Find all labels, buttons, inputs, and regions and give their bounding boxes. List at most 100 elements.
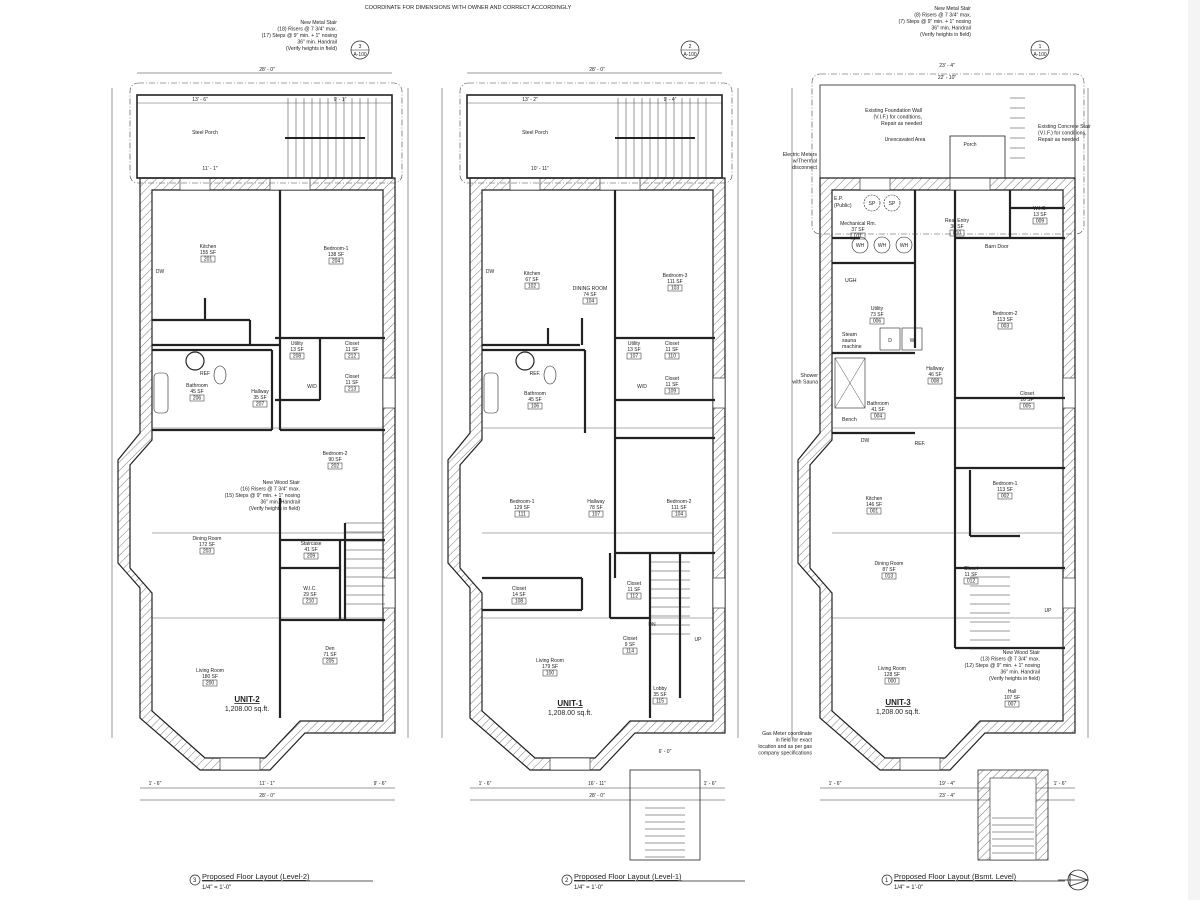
title-number: 3	[193, 878, 197, 884]
room-tag-box	[327, 462, 343, 470]
room-tag: 207	[256, 402, 265, 408]
floor-plan-level-1: 28' - 0"16' - 11"1' - 6"1' - 6"Steel Por…	[441, 40, 739, 861]
header-note: COORDINATE FOR DIMENSIONS WITH OWNER AND…	[365, 5, 572, 11]
room-name: Utility	[628, 341, 641, 347]
shower-note: with Sauna	[792, 380, 818, 386]
plan-title: Proposed Floor Layout (Level-2)	[202, 872, 310, 881]
room-tag-box	[997, 322, 1013, 330]
up-label: UP	[695, 637, 703, 643]
room-area: 16 SF	[1020, 397, 1033, 403]
porch-outline	[459, 82, 733, 184]
room-area: 111 SF	[667, 279, 682, 285]
ref-label: REF.	[915, 441, 926, 447]
room-tag: 107	[592, 512, 601, 518]
washer-icon	[185, 351, 205, 371]
window	[1062, 577, 1076, 609]
room-tag-box	[202, 679, 218, 687]
dimension-label: 16' - 11"	[588, 781, 606, 787]
room-area: 11 SF	[628, 587, 641, 593]
steam-label: Steam	[842, 332, 857, 338]
room-tag-box	[626, 592, 642, 600]
room-name: W.I.C.	[1033, 206, 1047, 212]
room-name: Staircase	[301, 541, 322, 547]
room-area: 138 SF	[328, 252, 344, 258]
dw-label: DW	[861, 438, 870, 444]
dimension-label: 6' - 0"	[659, 749, 672, 755]
dimension-label: 28' - 0"	[589, 67, 605, 73]
room-area: 90 SF	[328, 457, 341, 463]
callout-sheet: A-100	[1033, 52, 1047, 58]
porch-outline	[129, 82, 403, 184]
section-callout: 1A-100	[1030, 40, 1050, 60]
window	[599, 177, 641, 191]
areaway-floor	[989, 777, 1037, 861]
room-tag-box	[328, 257, 344, 265]
room-tag-box	[588, 510, 604, 518]
room-tag-box	[542, 669, 558, 677]
room-tag-box	[189, 394, 205, 402]
room-tag: 009	[1036, 219, 1045, 225]
window	[382, 377, 396, 409]
steel-porch	[136, 94, 393, 179]
room-area: 113 SF	[997, 487, 1013, 493]
window	[859, 177, 891, 191]
window	[219, 757, 261, 771]
page-scrollbar[interactable]	[1188, 0, 1200, 900]
room-tag: 100	[546, 671, 555, 677]
foundation-note: (V.I.F.) for conditions,	[873, 115, 922, 121]
room-tag-box	[1032, 217, 1048, 225]
room-name: Dining Room	[875, 561, 904, 567]
bathtub	[153, 372, 169, 414]
room-area: 13 SF	[1033, 212, 1046, 218]
gas-meter-note: company specifications	[758, 751, 812, 757]
room-tag-box	[303, 552, 319, 560]
electric-meters-note: w/Thermal	[793, 159, 817, 165]
window	[179, 177, 211, 191]
room-tag: 007	[1008, 702, 1017, 708]
room-tag: 006	[873, 319, 882, 325]
dimension-label: 1' - 6"	[149, 781, 162, 787]
room-tag-box	[664, 352, 680, 360]
room-name: Bedroom-1	[993, 481, 1018, 487]
section-callout: 3A-100	[350, 40, 370, 60]
floor-plan-basement: 23' - 4"19' - 4"1' - 6"1' - 6"Unexcavate…	[791, 40, 1089, 861]
stair-note: 36" min. Handrail	[1000, 670, 1040, 676]
ep-label: E.P.	[834, 196, 843, 202]
room-tag-box	[927, 377, 943, 385]
room-name: Living Room	[196, 668, 224, 674]
room-name: Utility	[291, 341, 304, 347]
room-name: Mechanical Rm.	[840, 221, 876, 227]
ugh-label: UGH	[845, 278, 857, 284]
shower-note: Shower	[800, 373, 818, 379]
room-name: Kitchen	[524, 271, 541, 277]
stair-note: (Verify heights in field)	[920, 32, 971, 38]
room-tag: 204	[332, 259, 341, 265]
dimension-label: 1' - 6"	[704, 781, 717, 787]
stair-note: (12) Steps @ 9" min. + 1" nosing	[965, 663, 1041, 669]
unit-area: 1,208.00 sq.ft.	[225, 706, 269, 713]
room-tag: 112	[630, 594, 638, 600]
dimension-label: 1' - 6"	[829, 781, 842, 787]
window	[712, 377, 726, 409]
room-area: 11 SF	[666, 347, 679, 353]
window	[712, 577, 726, 609]
room-name: DINING ROOM	[573, 286, 607, 292]
room-tag: 200	[206, 681, 215, 687]
room-tag: 013	[885, 574, 894, 580]
wd-label: W/D	[307, 384, 317, 390]
room-tag-box	[963, 577, 979, 585]
